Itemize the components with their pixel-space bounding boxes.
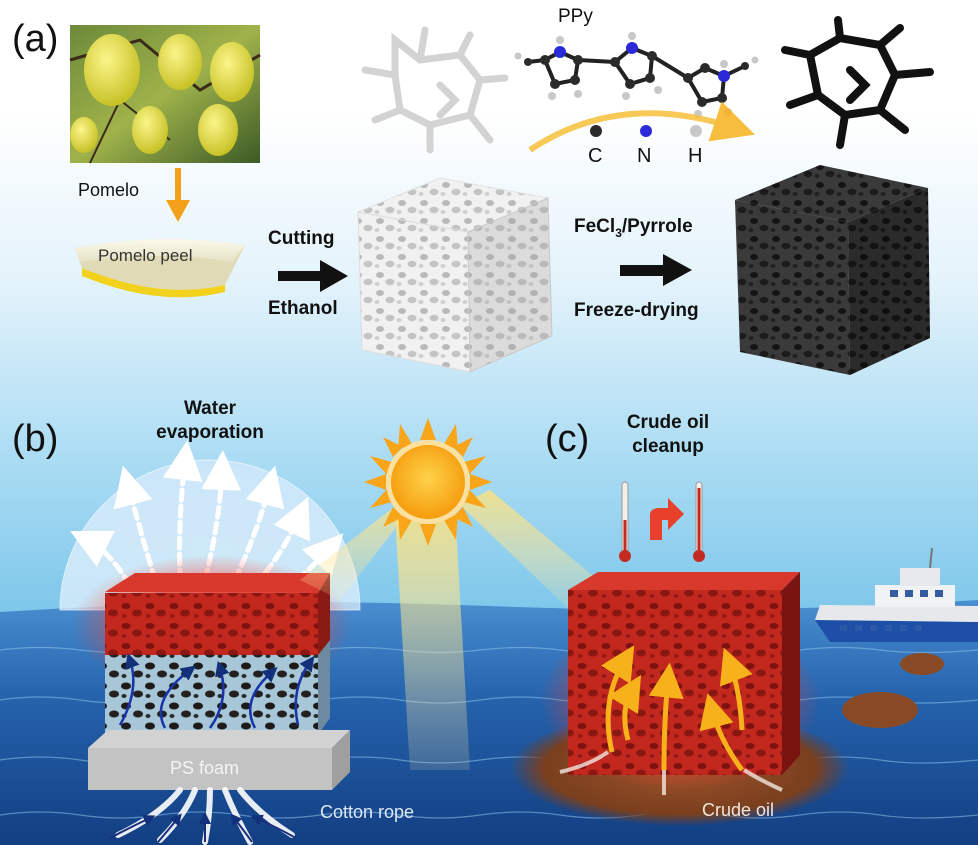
oil-absorber-cube [568,572,800,775]
process-arrow-1 [278,260,348,292]
legend-n-label: N [637,145,652,167]
step2-bottom-label: Freeze-drying [574,300,699,321]
evaporator-cube [105,573,330,735]
pomelo-peel-label: Pomelo peel [98,246,193,265]
step1-bottom-label: Ethanol [268,298,338,319]
water-evaporation-title-line1: Water [183,398,237,419]
ship-icon [815,547,978,642]
thermometer-low-icon [619,481,631,562]
panel-b-label: (b) [12,418,59,460]
ps-foam-base [88,730,350,790]
crude-oil-cleanup-title-line1: Crude oil [626,412,710,433]
legend-c-label: C [588,145,603,167]
oil-flow-arrows [600,645,753,772]
pomelo-label: Pomelo [78,180,140,200]
water-evaporation-title-line2: evaporation [156,422,264,443]
atom-legend [590,125,702,137]
ppy-label: PPy [558,6,593,27]
ps-foam-label: PS foam [170,758,240,778]
white-skeleton-sketch [361,26,509,154]
crude-oil-cleanup-title-line2: cleanup [632,436,704,457]
crude-oil-label: Crude oil [702,800,775,820]
water-transport-arrows [118,652,315,729]
oil-spill-large [842,692,918,728]
thermometer-high-icon [693,481,705,562]
oil-spill-small [900,653,944,675]
black-skeleton-sketch [781,16,934,149]
step1-top-label: Cutting [268,228,335,249]
legend-h-label: H [688,145,703,167]
pomelo-photo [69,25,261,164]
process-arrow-2 [620,254,692,286]
sun-icon [364,418,492,546]
ppy-molecule [514,32,759,118]
black-sponge-cube [735,165,930,375]
cotton-rope-label: Cotton rope [320,802,415,822]
pomelo-peel-slice [75,239,245,298]
panel-a-label: (a) [12,18,59,60]
temperature-rise-arrow [650,498,684,540]
white-sponge-cube [356,177,553,373]
panel-c-label: (c) [545,418,590,460]
coating-arrow [528,101,755,153]
step2-top-label: FeCl3/Pyrrole [574,216,693,240]
